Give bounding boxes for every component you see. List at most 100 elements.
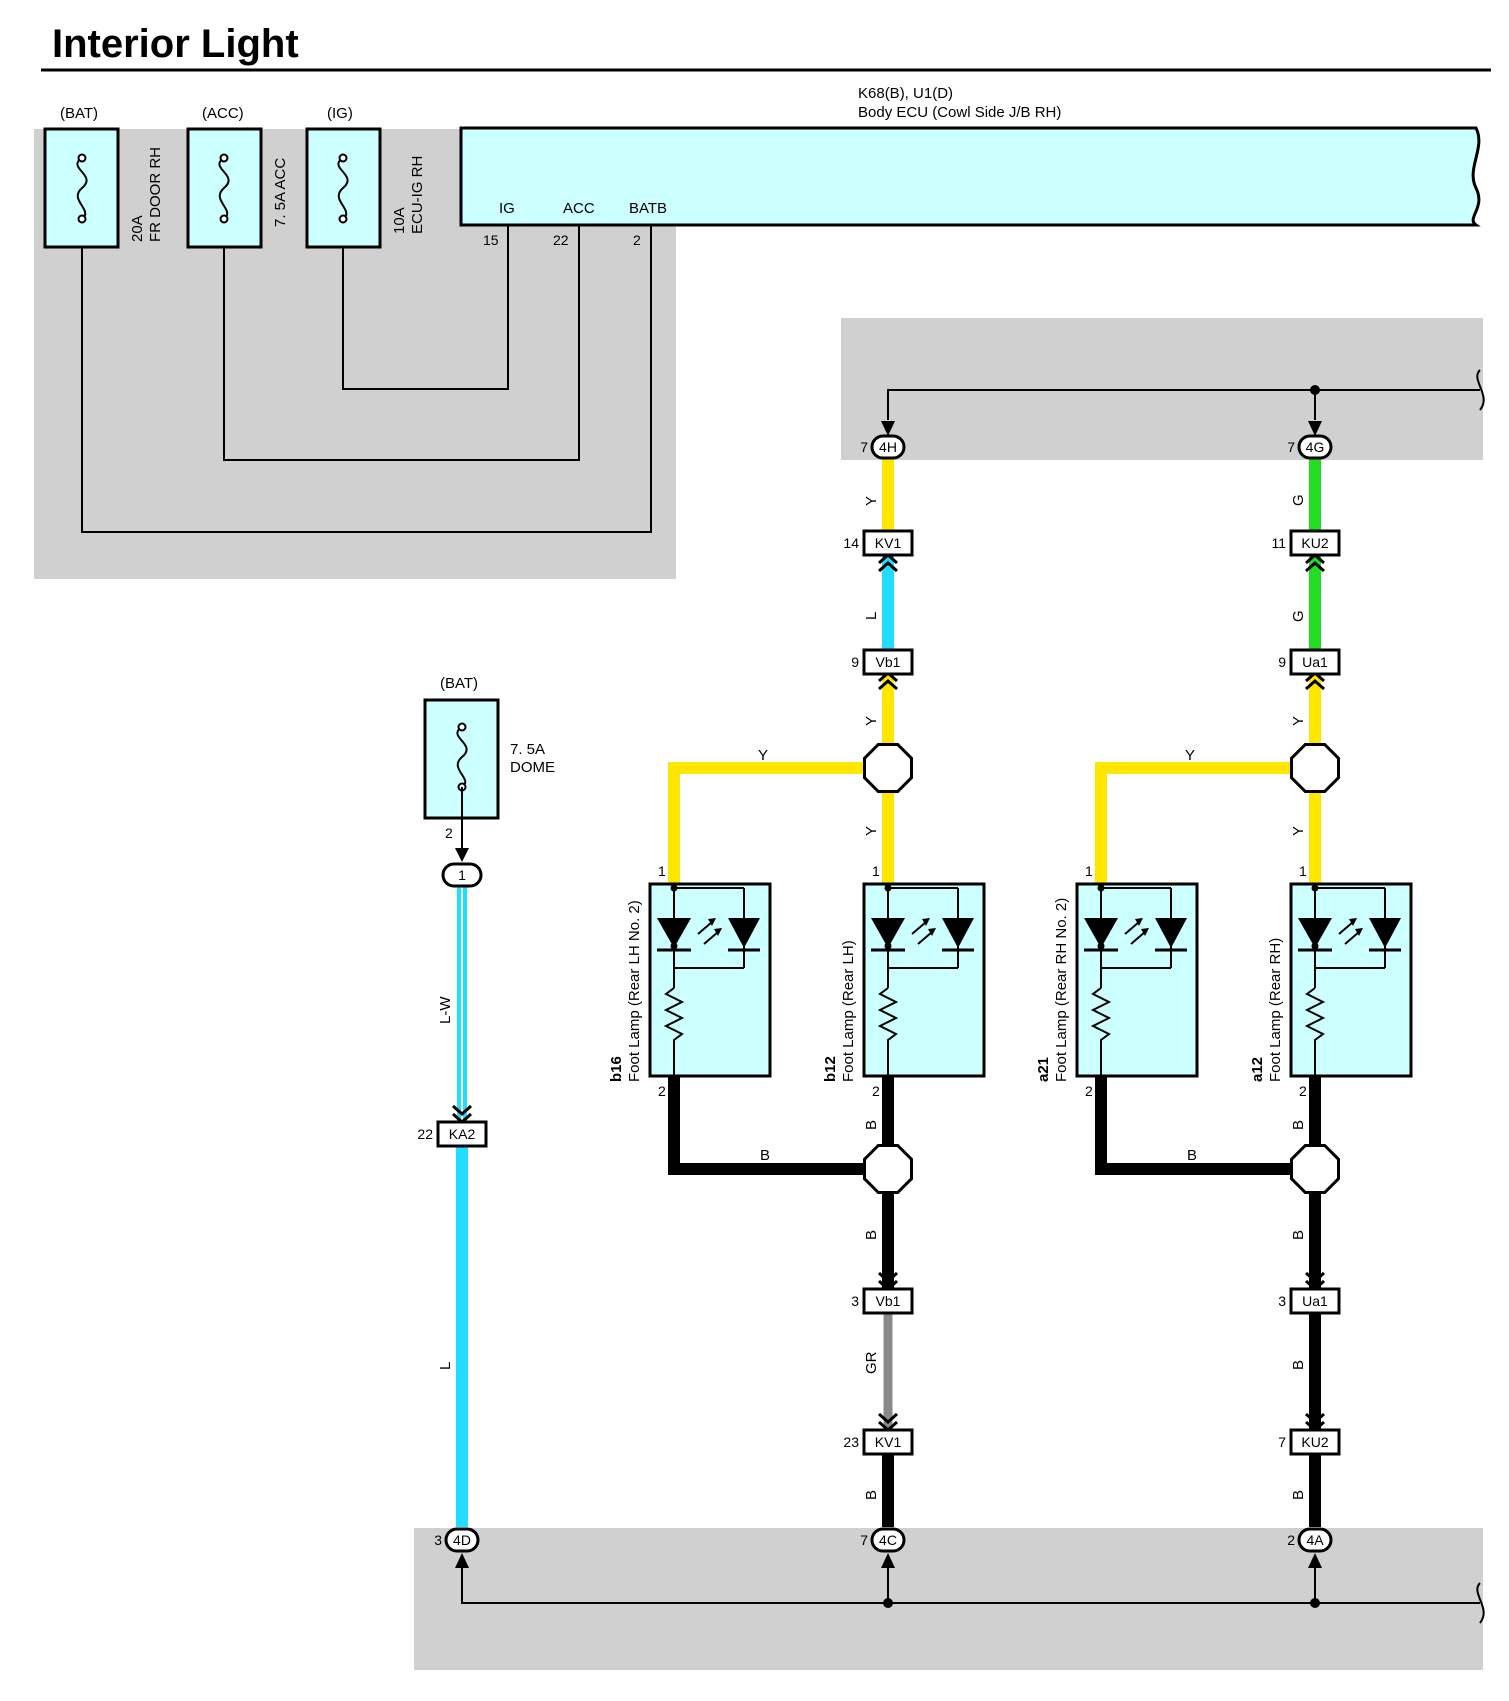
fuse-dome: (BAT) 7. 5A DOME 2	[423, 675, 555, 841]
connector-1: 1	[441, 862, 483, 888]
splice-rh-yellow	[1290, 743, 1340, 793]
wire-label-b: B	[863, 1490, 880, 1500]
fuse-name: FR DOOR RH	[147, 147, 164, 242]
bottom-junction-panel	[414, 1528, 1483, 1670]
wire-label-lw: L-W	[437, 996, 454, 1024]
connector-ua1-top: Ua1 9	[1278, 648, 1341, 676]
svg-text:9: 9	[1278, 654, 1286, 670]
wire-label-b: B	[863, 1120, 880, 1130]
wire-y-splice-b16	[668, 762, 866, 884]
lamp-b12: 1 2 b12 Foot Lamp (Rear LH)	[822, 863, 986, 1099]
fuse-name: ECU-IG RH	[409, 156, 426, 234]
arrow-4g	[1308, 421, 1322, 436]
fuse-pin: 2	[445, 825, 453, 841]
wire-label-y: Y	[758, 747, 768, 764]
wire-label-y: Y	[1290, 826, 1307, 836]
wire-label-y: Y	[1185, 747, 1195, 764]
wire-label-b: B	[1187, 1147, 1197, 1164]
svg-text:3: 3	[851, 1293, 859, 1309]
svg-text:Vb1: Vb1	[876, 654, 901, 670]
ecu-pin-22: 22	[553, 232, 569, 248]
lamp-name: Foot Lamp (Rear LH)	[840, 940, 857, 1082]
svg-text:KU2: KU2	[1301, 535, 1328, 551]
wire-label-b: B	[1290, 1490, 1307, 1500]
svg-text:14: 14	[843, 535, 859, 551]
pin-out: 2	[658, 1083, 666, 1099]
wire-label-l: L	[437, 1362, 454, 1370]
svg-text:Ua1: Ua1	[1302, 654, 1328, 670]
lamp-name: Foot Lamp (Rear RH No. 2)	[1053, 898, 1070, 1082]
wire-label-y: Y	[863, 716, 880, 726]
pin-out: 2	[1085, 1083, 1093, 1099]
bottom-bus-wire	[461, 1568, 1480, 1604]
connector-vb1-bottom: Vb1 3	[851, 1287, 914, 1315]
page-title: Interior Light	[52, 22, 299, 66]
svg-text:1: 1	[458, 867, 466, 883]
lamp-code: a12	[1249, 1057, 1266, 1082]
pin-out: 2	[1299, 1083, 1307, 1099]
connector-4d: 4D 3	[434, 1527, 480, 1553]
svg-text:Vb1: Vb1	[876, 1293, 901, 1309]
svg-text:7: 7	[860, 1532, 868, 1548]
fuse-rating: 10A	[391, 207, 408, 234]
svg-text:2: 2	[1287, 1532, 1295, 1548]
ecu-terminal-ig: IG	[499, 200, 515, 217]
pin-in: 1	[658, 863, 666, 879]
svg-text:23: 23	[843, 1434, 859, 1450]
fuse-ecu-ig-rh: (IG) 10A ECU-IG RH	[305, 105, 426, 249]
svg-text:3: 3	[1278, 1293, 1286, 1309]
wire-label-y: Y	[863, 826, 880, 836]
svg-text:KV1: KV1	[875, 1434, 902, 1450]
connector-4c: 4C 7	[860, 1527, 906, 1553]
wire-label-b: B	[1290, 1360, 1307, 1370]
bottom-bus-break	[1476, 1582, 1485, 1624]
arrow-4c	[881, 1553, 895, 1568]
splice-rh-black	[1290, 1144, 1340, 1194]
arrow-4h	[881, 421, 895, 436]
pin-out: 2	[872, 1083, 880, 1099]
wire-label-b: B	[760, 1147, 770, 1164]
top-bus-break	[1476, 369, 1485, 411]
pin-in: 1	[1085, 863, 1093, 879]
fuse-name: DOME	[510, 759, 555, 776]
lamp-name: Foot Lamp (Rear LH No. 2)	[626, 900, 643, 1082]
splice-lh-black	[863, 1144, 913, 1194]
connector-vb1-top: Vb1 9	[851, 648, 914, 676]
connector-ku2-bottom: KU2 7	[1278, 1428, 1341, 1456]
wire-label-b: B	[863, 1230, 880, 1240]
ecu-pin-15: 15	[483, 232, 499, 248]
wire-label-y: Y	[863, 496, 880, 506]
svg-text:11: 11	[1271, 535, 1286, 551]
arrow-4a	[1308, 1553, 1322, 1568]
wire-label-y: Y	[1290, 716, 1307, 726]
top-bus-wire	[887, 389, 1480, 420]
fuse-supply-label: (ACC)	[202, 105, 244, 122]
wire-label-gr: GR	[863, 1351, 880, 1374]
wire-label-g: G	[1290, 494, 1307, 506]
connector-4h: 4H 7	[860, 434, 906, 460]
fuse-supply-label: (BAT)	[440, 675, 478, 692]
pin-in: 1	[872, 863, 880, 879]
connector-ka2: KA2 22	[417, 1120, 488, 1148]
connector-ku2-top: KU2 11	[1271, 529, 1341, 557]
ecu-code: K68(B), U1(D)	[858, 85, 953, 102]
fuse-rating: 20A	[129, 215, 146, 242]
lamp-name: Foot Lamp (Rear RH)	[1267, 938, 1284, 1082]
body-ecu-box	[459, 126, 1481, 227]
wire-b-b16-splice	[668, 1076, 866, 1175]
svg-text:4D: 4D	[453, 1532, 471, 1548]
svg-text:4C: 4C	[879, 1532, 897, 1548]
lamp-code: b12	[822, 1056, 839, 1082]
connector-kv1-bottom: KV1 23	[843, 1428, 914, 1456]
svg-text:7: 7	[860, 439, 868, 455]
splice-lh-yellow	[863, 743, 913, 793]
lamp-b16: 1 2 b16 Foot Lamp (Rear LH No. 2)	[608, 863, 772, 1099]
connector-ua1-bottom: Ua1 3	[1278, 1287, 1341, 1315]
svg-text:7: 7	[1287, 439, 1295, 455]
svg-text:KA2: KA2	[449, 1126, 476, 1142]
splice-dot	[883, 1598, 893, 1608]
svg-text:4A: 4A	[1306, 1532, 1324, 1548]
lamp-a21: 1 2 a21 Foot Lamp (Rear RH No. 2)	[1035, 863, 1199, 1099]
fuse-acc: (ACC) 7. 5A ACC	[186, 105, 289, 249]
wire-y-splice-a21	[1095, 762, 1293, 884]
